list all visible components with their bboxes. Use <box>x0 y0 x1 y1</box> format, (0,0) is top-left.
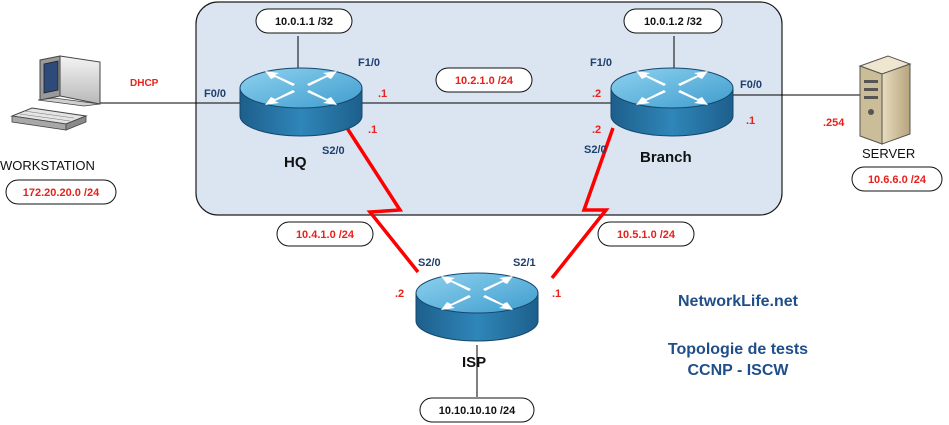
branch-isp-network-box <box>597 221 695 247</box>
routing-domain-area <box>195 1 783 216</box>
isp-router-icon[interactable] <box>415 272 539 342</box>
workstation-icon[interactable] <box>10 55 101 131</box>
hq-branch-network-box <box>435 67 533 93</box>
hq-f10-host: .1 <box>378 88 387 100</box>
hq-loopback-label: 10.0.1.1 /32 <box>275 16 333 28</box>
hq-branch-network-label: 10.2.1.0 /24 <box>455 75 514 87</box>
server-network-box <box>851 166 943 192</box>
branch-router-icon[interactable] <box>610 67 734 137</box>
branch-loopback-label: 10.0.1.2 /32 <box>644 16 702 28</box>
isp-loopback-box <box>419 397 535 423</box>
server-host-label: .254 <box>823 117 845 129</box>
links <box>95 36 860 397</box>
server-icon[interactable] <box>858 55 912 145</box>
hq-router-icon[interactable] <box>239 67 363 137</box>
branch-f00-host: .1 <box>746 115 755 127</box>
hq-isp-network-label: 10.4.1.0 /24 <box>296 229 355 241</box>
title-line-2: CCNP - ISCW <box>687 362 789 379</box>
isp-s20-host: .2 <box>395 288 404 300</box>
title-line-1: Topologie de tests <box>668 341 808 358</box>
isp-s20-label: S2/0 <box>418 257 441 269</box>
hq-loopback-box <box>255 8 353 34</box>
isp-s21-label: S2/1 <box>513 257 536 269</box>
branch-f10-label: F1/0 <box>590 57 612 69</box>
isp-name-label: ISP <box>462 354 486 371</box>
hq-name-label: HQ <box>284 154 307 171</box>
dhcp-label: DHCP <box>130 78 159 89</box>
hq-f10-label: F1/0 <box>358 57 380 69</box>
branch-name-label: Branch <box>640 149 692 166</box>
server-network-label: 10.6.6.0 /24 <box>868 174 927 186</box>
hq-f00-label: F0/0 <box>204 88 226 100</box>
hq-s20-label: S2/0 <box>322 145 345 157</box>
branch-f00-label: F0/0 <box>740 79 762 91</box>
hq-isp-serial-link <box>345 127 420 274</box>
branch-loopback-box <box>623 8 723 34</box>
site-name: NetworkLife.net <box>678 293 799 310</box>
branch-isp-serial-link <box>550 127 615 280</box>
branch-isp-network-label: 10.5.1.0 /24 <box>617 229 676 241</box>
workstation-network-label: 172.20.20.0 /24 <box>23 187 100 199</box>
isp-s21-host: .1 <box>552 288 561 300</box>
isp-loopback-label: 10.10.10.10 /24 <box>439 405 516 417</box>
hq-s20-host: .1 <box>368 124 377 136</box>
workstation-label: WORKSTATION <box>0 158 95 173</box>
hq-isp-network-box <box>276 221 374 247</box>
workstation-network-box <box>5 179 117 205</box>
branch-s20-label: S2/0 <box>584 144 607 156</box>
branch-s20-host: .2 <box>592 124 601 136</box>
server-label: SERVER <box>862 146 915 161</box>
branch-f10-host: .2 <box>592 88 601 100</box>
